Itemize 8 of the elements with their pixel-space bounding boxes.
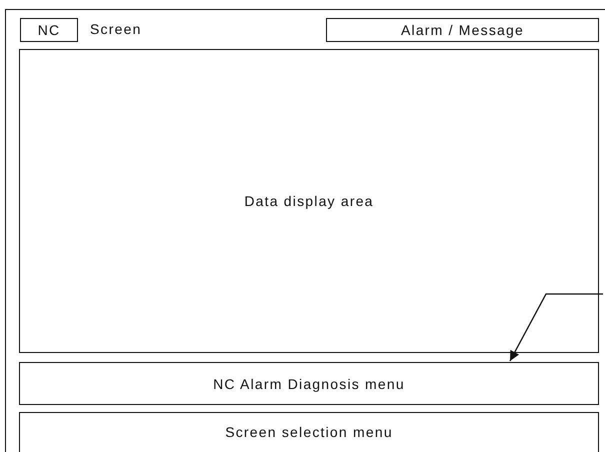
menu-bar: Screen selection menu xyxy=(19,412,599,452)
label-box: NC xyxy=(20,18,78,42)
screen-frame xyxy=(5,9,605,452)
display-area: Data display area xyxy=(19,49,599,353)
leader-arrow xyxy=(509,293,603,362)
menu-bar: NC Alarm Diagnosis menu xyxy=(19,362,599,405)
screen-label: Screen xyxy=(90,21,142,37)
message-bar: Alarm / Message xyxy=(326,18,599,42)
